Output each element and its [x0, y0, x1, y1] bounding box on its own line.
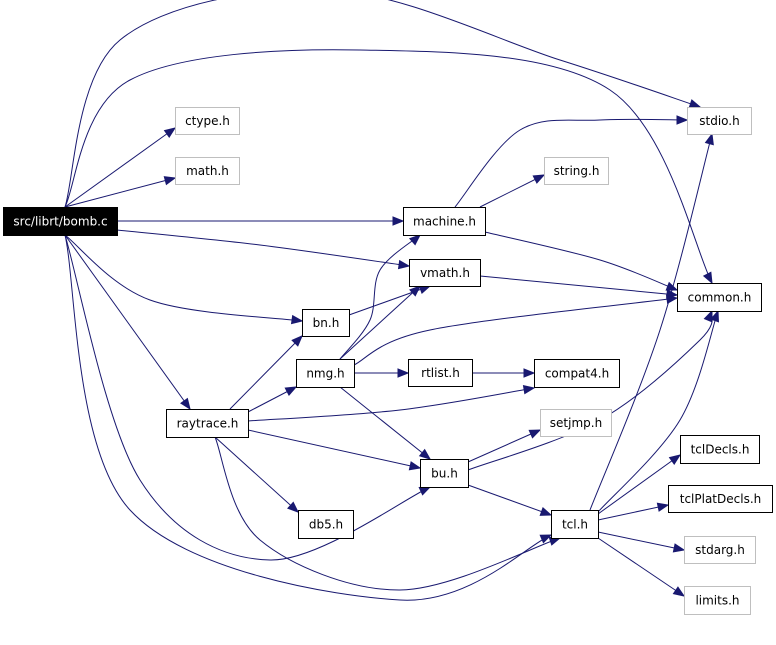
node-label-ctype: ctype.h	[185, 114, 230, 128]
edge-bomb-to-common	[64, 49, 713, 285]
node-string[interactable]: string.h	[544, 157, 609, 185]
edge-nmg-to-bu	[339, 386, 432, 460]
node-stdio[interactable]: stdio.h	[687, 107, 752, 135]
edges-layer	[64, 0, 720, 601]
edge-tcl-to-stdarg	[597, 531, 686, 553]
edge-tcl-to-common	[597, 309, 720, 513]
node-vmath[interactable]: vmath.h	[409, 259, 481, 287]
edge-nmg-to-rtlist	[354, 368, 410, 378]
edge-machine-to-string	[479, 174, 546, 208]
node-label-tclPlatDecls: tclPlatDecls.h	[680, 492, 762, 506]
edge-machine-to-common	[484, 231, 679, 291]
edge-nmg-to-common	[353, 294, 679, 366]
node-bomb[interactable]: src/librt/bomb.c	[3, 207, 118, 236]
node-tclPlatDecls[interactable]: tclPlatDecls.h	[668, 485, 773, 513]
node-label-raytrace: raytrace.h	[177, 417, 239, 431]
edge-tcl-to-tclPlatDecls	[597, 502, 670, 521]
edge-machine-to-stdio	[454, 115, 689, 208]
node-label-bomb: src/librt/bomb.c	[13, 215, 107, 229]
node-label-string: string.h	[554, 164, 600, 178]
node-ctype[interactable]: ctype.h	[175, 107, 240, 135]
node-setjmp[interactable]: setjmp.h	[540, 409, 612, 437]
edge-bomb-to-machine	[117, 216, 405, 226]
edge-bomb-to-math	[64, 176, 177, 208]
node-stdarg[interactable]: stdarg.h	[684, 536, 756, 564]
node-common[interactable]: common.h	[677, 283, 762, 312]
nodes-layer: src/librt/bomb.c ctype.h math.h machine.h vm…	[3, 107, 773, 615]
node-math[interactable]: math.h	[175, 157, 240, 185]
node-db5[interactable]: db5.h	[298, 510, 354, 539]
node-tcl[interactable]: tcl.h	[551, 510, 599, 539]
edge-bomb-to-vmath	[116, 229, 411, 270]
edge-raytrace-to-bu	[247, 429, 422, 471]
node-label-compat4: compat4.h	[545, 367, 609, 381]
edge-bomb-to-ctype	[64, 127, 177, 208]
edge-tcl-to-stdio	[589, 132, 714, 511]
node-label-bu: bu.h	[431, 467, 458, 481]
edge-tcl-to-limits	[597, 537, 686, 597]
edge-vmath-to-common	[479, 275, 679, 299]
edge-raytrace-to-compat4	[247, 385, 536, 422]
edge-raytrace-to-nmg	[247, 386, 298, 413]
edge-bomb-to-tcl	[64, 234, 553, 601]
node-label-stdarg: stdarg.h	[695, 543, 745, 557]
edge-tcl-to-tclDecls	[597, 454, 682, 515]
node-label-bn: bn.h	[313, 316, 340, 330]
node-nmg[interactable]: nmg.h	[296, 359, 355, 388]
edge-bu-to-setjmp	[467, 429, 542, 463]
node-label-stdio: stdio.h	[699, 114, 739, 128]
node-label-rtlist: rtlist.h	[421, 366, 460, 380]
node-label-nmg: nmg.h	[306, 367, 344, 381]
edge-raytrace-to-tcl	[214, 436, 562, 591]
edge-raytrace-to-bn	[229, 335, 303, 410]
edge-bomb-to-raytrace	[64, 234, 191, 411]
edge-nmg-to-machine	[339, 234, 422, 360]
node-compat4[interactable]: compat4.h	[534, 359, 620, 388]
node-label-machine: machine.h	[413, 215, 476, 229]
edge-rtlist-to-compat4	[472, 368, 536, 378]
node-limits[interactable]: limits.h	[684, 586, 751, 615]
node-label-db5: db5.h	[309, 518, 343, 532]
node-label-common: common.h	[688, 291, 752, 305]
node-label-math: math.h	[186, 164, 229, 178]
node-label-limits: limits.h	[695, 594, 739, 608]
edge-raytrace-to-db5	[214, 436, 299, 513]
node-label-setjmp: setjmp.h	[550, 416, 602, 430]
node-rtlist[interactable]: rtlist.h	[408, 359, 473, 387]
node-label-vmath: vmath.h	[420, 266, 470, 280]
node-tclDecls[interactable]: tclDecls.h	[680, 435, 760, 464]
edge-bu-to-tcl	[467, 484, 553, 516]
node-machine[interactable]: machine.h	[403, 207, 486, 236]
node-raytrace[interactable]: raytrace.h	[166, 409, 249, 438]
edge-nmg-to-vmath	[339, 285, 421, 360]
node-bn[interactable]: bn.h	[302, 309, 350, 337]
edge-bu-to-common	[467, 309, 713, 471]
node-label-tcl: tcl.h	[562, 518, 588, 532]
node-bu[interactable]: bu.h	[420, 459, 469, 488]
node-label-tclDecls: tclDecls.h	[691, 443, 750, 457]
edge-bomb-to-bn	[64, 234, 304, 325]
